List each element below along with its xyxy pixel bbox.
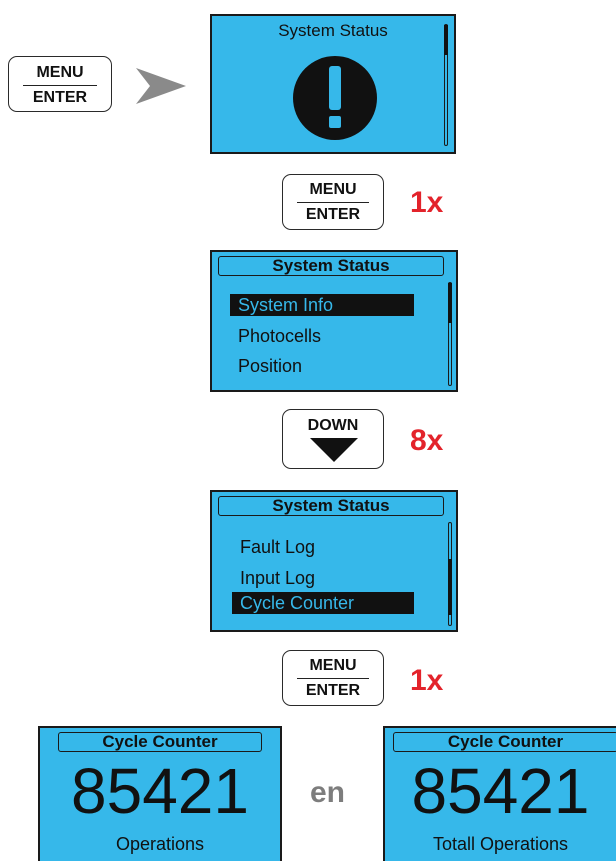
cycle-counter-screen-right: Cycle Counter 85421 Totall Operations — [383, 726, 616, 861]
counter-header: Cycle Counter — [393, 732, 616, 752]
press-count-8x: 8x — [410, 424, 444, 457]
status-screen: System Status — [210, 14, 456, 154]
scrollbar — [444, 24, 448, 146]
menu-screen-2: System Status Fault Log Input Log Cycle … — [210, 490, 458, 632]
counter-value: 85421 — [411, 755, 590, 827]
menu-item-photocells[interactable]: Photocells — [238, 326, 322, 346]
down-button[interactable]: DOWN — [282, 409, 384, 469]
screen-title: System Status — [278, 21, 388, 40]
button-bottom-label: ENTER — [32, 89, 88, 106]
menu-header: System Status — [218, 256, 444, 276]
button-divider — [23, 85, 97, 87]
button-bottom-label: ENTER — [305, 206, 361, 223]
press-count-1x-second: 1x — [410, 664, 444, 697]
counter-header: Cycle Counter — [58, 732, 262, 752]
down-triangle-icon — [310, 438, 358, 462]
menu-item-fault-log[interactable]: Fault Log — [240, 537, 316, 557]
menu-item-system-info[interactable]: System Info — [230, 294, 414, 316]
scrollbar — [448, 522, 452, 626]
counter-caption: Operations — [115, 834, 205, 854]
menu-item-input-log[interactable]: Input Log — [240, 568, 316, 588]
button-divider — [297, 678, 369, 680]
counter-caption: Totall Operations — [432, 834, 569, 854]
counter-value: 85421 — [71, 755, 249, 827]
button-bottom-label: ENTER — [305, 682, 361, 699]
button-top-label: MENU — [309, 657, 357, 674]
menu-screen-1: System Status System Info Photocells Pos… — [210, 250, 458, 392]
button-divider — [297, 202, 369, 204]
connector-text: en — [310, 776, 346, 809]
scrollbar — [448, 282, 452, 386]
cycle-counter-screen-left: Cycle Counter 85421 Operations — [38, 726, 282, 861]
scrollbar-thumb — [448, 559, 452, 615]
scrollbar-thumb — [448, 283, 452, 323]
button-top-label: MENU — [36, 64, 84, 81]
menu-enter-button-2[interactable]: MENU ENTER — [282, 174, 384, 230]
menu-header: System Status — [218, 496, 444, 516]
press-count-1x: 1x — [410, 186, 444, 219]
arrow-right-icon — [136, 68, 186, 104]
button-label: DOWN — [307, 417, 359, 434]
menu-enter-button[interactable]: MENU ENTER — [8, 56, 112, 112]
button-top-label: MENU — [309, 181, 357, 198]
menu-item-position[interactable]: Position — [238, 356, 303, 376]
menu-item-cycle-counter[interactable]: Cycle Counter — [232, 592, 414, 614]
warning-exclamation-icon — [293, 56, 377, 140]
scrollbar-thumb — [444, 25, 448, 55]
menu-enter-button-3[interactable]: MENU ENTER — [282, 650, 384, 706]
